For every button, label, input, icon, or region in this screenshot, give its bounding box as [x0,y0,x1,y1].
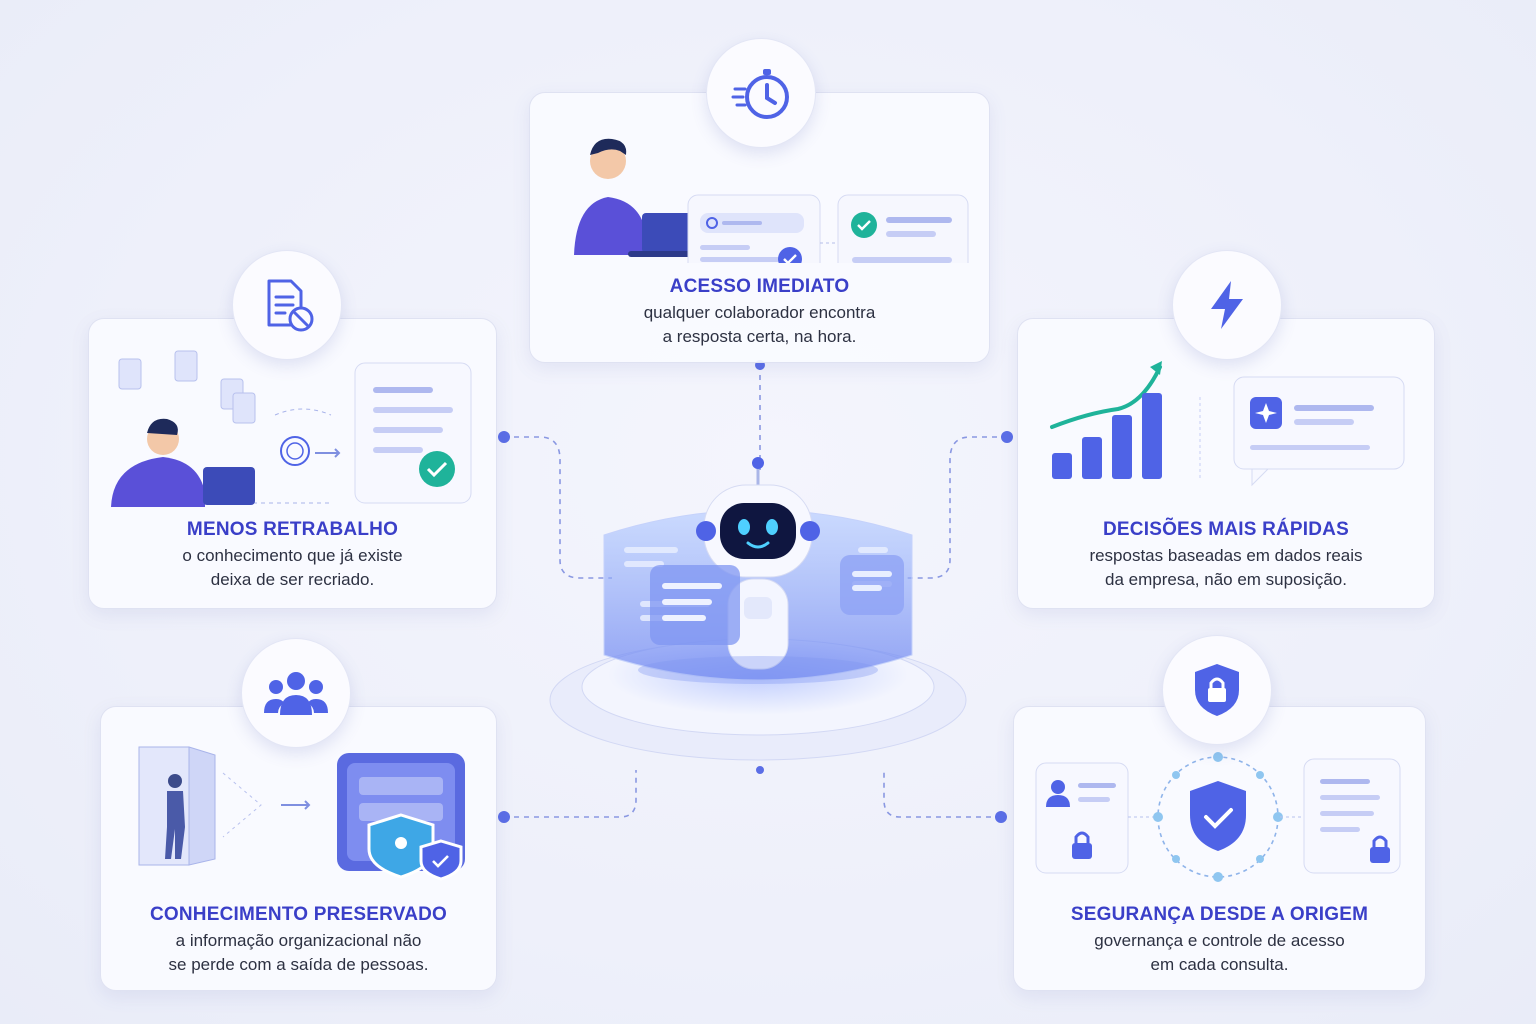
benefit-card-conhecimento-preservado: CONHECIMENTO PRESERVADO a informação org… [100,706,497,991]
description-line: deixa de ser recriado. [210,570,375,589]
people-group-icon [241,638,351,748]
benefit-description: governança e controle de acesso em cada … [1014,929,1425,977]
lightning-icon [1172,250,1282,360]
description-line: a informação organizacional não [175,931,422,950]
benefit-description: respostas baseadas em dados reais da emp… [1018,544,1434,592]
benefit-description: o conhecimento que já existe deixa de se… [89,544,496,592]
document-blocked-icon [232,250,342,360]
growth-chart-illustration [1050,361,1405,487]
benefit-description: qualquer colaborador encontra a resposta… [530,301,989,349]
access-control-illustration [1035,752,1401,882]
benefit-card-decisoes-rapidas: DECISÕES MAIS RÁPIDAS respostas baseadas… [1017,318,1435,609]
shield-lock-icon [1162,635,1272,745]
benefit-card-seguranca: SEGURANÇA DESDE A ORIGEM governança e co… [1013,706,1426,991]
person-search-illustration [574,138,969,263]
benefit-card-acesso-imediato: ACESSO IMEDIATO qualquer colaborador enc… [529,92,990,363]
description-line: a resposta certa, na hora. [662,327,857,346]
benefit-title: SEGURANÇA DESDE A ORIGEM [1070,904,1369,925]
benefit-title: DECISÕES MAIS RÁPIDAS [1103,519,1349,540]
description-line: respostas baseadas em dados reais [1089,546,1363,565]
description-line: em cada consulta. [1150,955,1289,974]
knowledge-vault-illustration [138,746,465,881]
benefit-description: a informação organizacional não se perde… [101,929,496,977]
benefit-title: CONHECIMENTO PRESERVADO [149,904,448,925]
rework-illustration [111,350,472,507]
description-line: o conhecimento que já existe [182,546,403,565]
description-line: qualquer colaborador encontra [643,303,876,322]
stopwatch-icon [706,38,816,148]
ai-robot-hub-illustration [549,457,967,761]
benefit-title: MENOS RETRABALHO [186,519,399,540]
benefit-card-menos-retrabalho: MENOS RETRABALHO o conhecimento que já e… [88,318,497,609]
description-line: se perde com a saída de pessoas. [168,955,429,974]
description-line: governança e controle de acesso [1094,931,1345,950]
description-line: da empresa, não em suposição. [1105,570,1347,589]
benefit-title: ACESSO IMEDIATO [669,276,850,297]
